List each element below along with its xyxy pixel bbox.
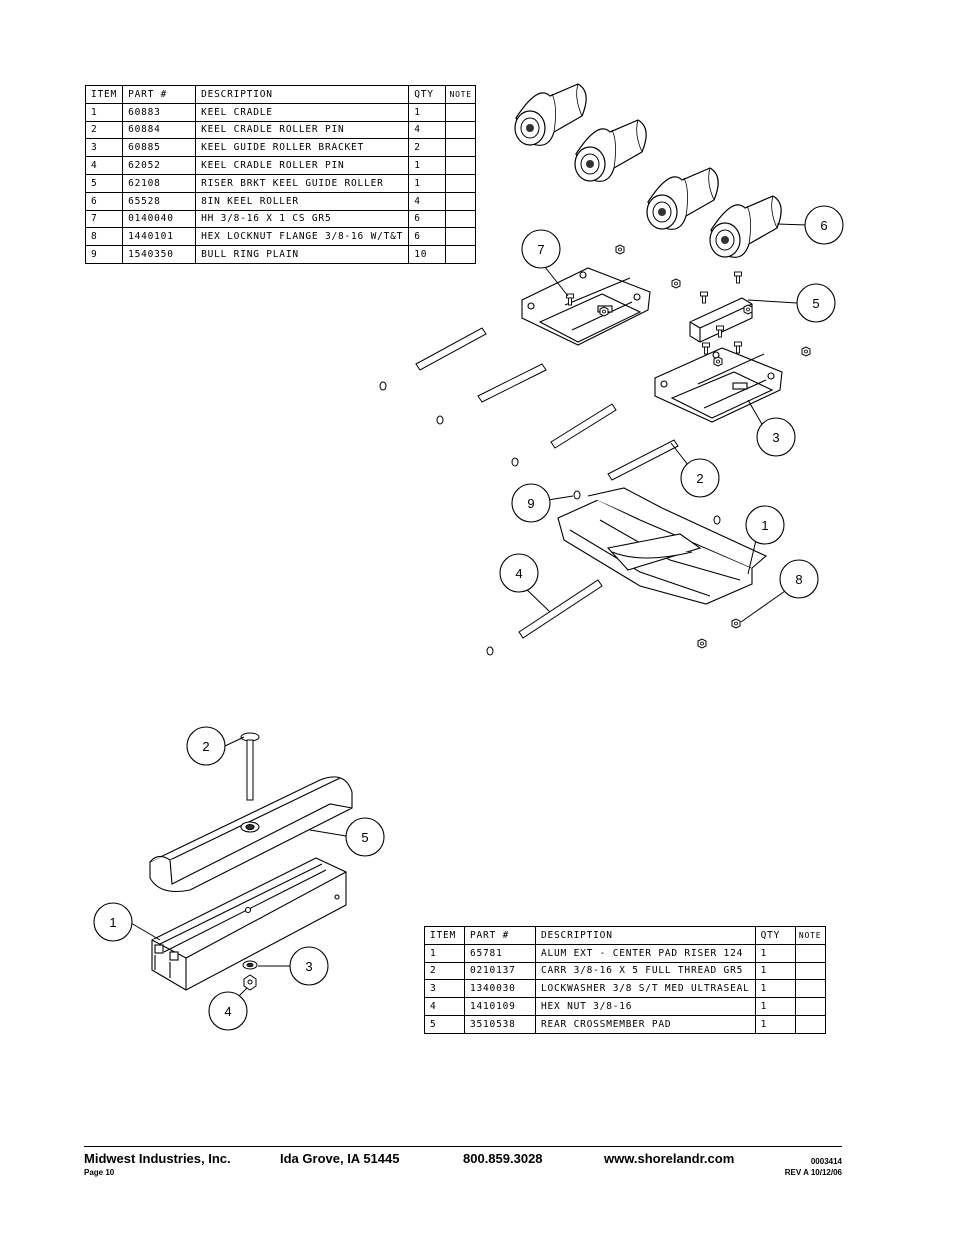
footer-company: Midwest Industries, Inc. <box>84 1151 231 1166</box>
balloon-item-7: 7 <box>521 229 561 269</box>
keel-roller <box>646 167 719 230</box>
footer-revision: REV A 10/12/06 <box>784 1168 842 1177</box>
balloon-item-9: 9 <box>511 483 551 523</box>
balloon-item-1: 1 <box>745 505 785 545</box>
carriage-bolt <box>240 732 260 801</box>
keel-guide-roller-bracket <box>521 267 651 346</box>
balloon-item-5: 5 <box>796 283 836 323</box>
svg-text:2: 2 <box>202 739 209 754</box>
balloon-item-3: 3 <box>289 946 329 986</box>
hex-locknut <box>615 244 625 255</box>
svg-text:9: 9 <box>527 496 534 511</box>
svg-text:1: 1 <box>761 518 768 533</box>
svg-text:5: 5 <box>361 830 368 845</box>
keel-roller <box>574 119 647 182</box>
footer-rule <box>84 1146 842 1147</box>
table-header-row: ITEM PART # DESCRIPTION QTY NOTE <box>84 85 477 104</box>
footer-doc-number: 0003414 <box>810 1157 842 1166</box>
balloon-item-8: 8 <box>779 559 819 599</box>
keel-cradle-roller-pin <box>415 327 679 639</box>
svg-text:3: 3 <box>772 430 779 445</box>
cell-description: REAR CROSSMEMBER PAD <box>535 1014 756 1034</box>
balloon-item-4: 4 <box>499 553 539 593</box>
cell-note <box>445 245 477 264</box>
hex-locknut <box>801 346 811 357</box>
balloon-item-6: 6 <box>804 205 844 245</box>
bolt <box>734 341 742 354</box>
svg-text:8: 8 <box>795 572 802 587</box>
svg-text:3: 3 <box>305 959 312 974</box>
svg-text:5: 5 <box>812 296 819 311</box>
svg-text:6: 6 <box>820 218 827 233</box>
footer-city: Ida Grove, IA 51445 <box>280 1151 400 1166</box>
balloon-item-2: 2 <box>680 458 720 498</box>
col-note: NOTE <box>445 85 477 104</box>
hex-locknut <box>743 304 753 315</box>
cell-part-number: 3510538 <box>464 1014 536 1034</box>
cell-description: BULL RING PLAIN <box>195 245 410 264</box>
hex-locknut <box>697 638 707 649</box>
keel-cradle <box>557 487 768 605</box>
cell-note <box>794 1014 826 1034</box>
alum-ext-center-pad-riser <box>151 857 347 991</box>
cell-item: 9 <box>84 245 124 264</box>
hex-locknut <box>671 278 681 289</box>
balloon-item-5: 5 <box>345 817 385 857</box>
hex-locknut <box>599 306 609 317</box>
balloon-item-1: 1 <box>93 902 133 942</box>
hex-locknut <box>713 356 723 367</box>
lockwasher <box>242 960 258 970</box>
footer-phone: 800.859.3028 <box>463 1151 543 1166</box>
keel-roller <box>709 195 782 258</box>
cell-qty: 10 <box>408 245 447 264</box>
balloon-item-4: 4 <box>208 991 248 1031</box>
bolt <box>734 271 742 284</box>
balloon-item-2: 2 <box>186 726 226 766</box>
riser-bracket <box>689 297 753 343</box>
svg-text:1: 1 <box>109 915 116 930</box>
hex-locknut <box>731 618 741 629</box>
svg-text:7: 7 <box>537 242 544 257</box>
hex-nut <box>243 974 257 991</box>
balloon-item-3: 3 <box>756 417 796 457</box>
bolt <box>700 291 708 304</box>
svg-text:4: 4 <box>515 566 522 581</box>
cell-item: 7 <box>84 209 124 229</box>
footer-page-number: Page 10 <box>84 1168 115 1177</box>
rear-crossmember-pad <box>149 776 353 893</box>
bolt <box>702 342 710 355</box>
keel-roller <box>514 83 587 146</box>
svg-text:2: 2 <box>696 471 703 486</box>
footer-website: www.shorelandr.com <box>604 1151 735 1166</box>
svg-text:4: 4 <box>224 1004 231 1019</box>
